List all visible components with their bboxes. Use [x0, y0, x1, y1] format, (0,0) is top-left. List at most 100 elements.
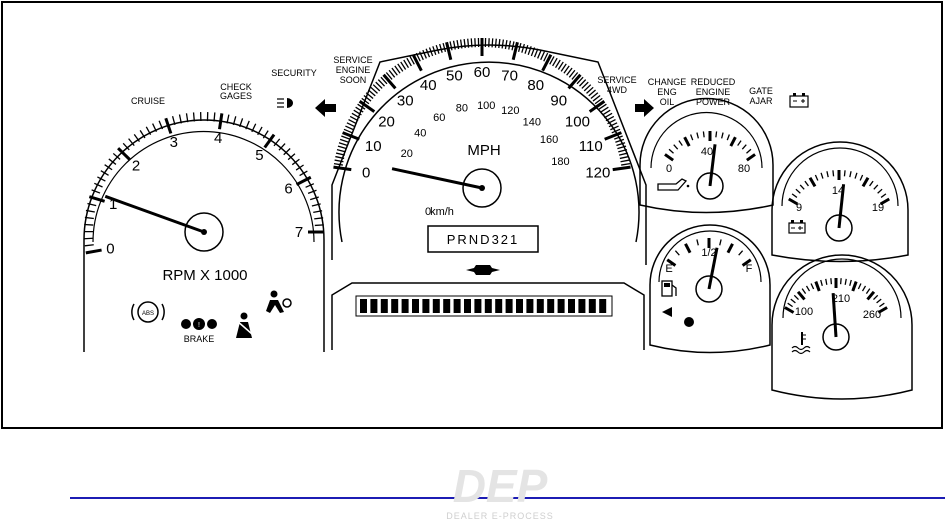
security-lamp-icon — [277, 98, 293, 108]
service-engine-soon-line3: SOON — [340, 75, 367, 85]
kmh-scale-100: 100 — [477, 100, 495, 112]
svg-text:!: ! — [198, 322, 200, 329]
mph-scale-30: 30 — [397, 93, 414, 110]
kmh-scale-80: 80 — [456, 102, 468, 114]
temp-scale-210: 210 — [832, 293, 850, 305]
temp-scale-100: 100 — [795, 306, 813, 318]
mph-scale-80: 80 — [527, 77, 544, 94]
speedometer-needle — [391, 167, 483, 190]
mph-scale-100: 100 — [565, 113, 590, 130]
temperature-needle — [831, 292, 838, 338]
bowtie-logo-icon — [466, 265, 500, 275]
fuel-pump-icon — [661, 280, 677, 297]
kmh-scale-20: 20 — [401, 148, 413, 160]
mph-scale-60: 60 — [474, 64, 491, 81]
fuel-door-arrow-icon — [662, 307, 672, 317]
gate-ajar-line1: GATE — [749, 86, 773, 96]
volt-scale-14: 14 — [832, 185, 844, 197]
kmh-label: km/h — [430, 206, 454, 218]
tachometer-needle — [104, 194, 205, 234]
change-eng-oil-line2: ENG — [657, 87, 677, 97]
coolant-temperature-icon — [791, 332, 811, 355]
seatbelt-icon — [235, 312, 253, 338]
kmh-scale-60: 60 — [433, 112, 445, 124]
instrument-cluster: CRUISE CHECK GAGES SECURITY SERVICE ENGI… — [83, 38, 913, 400]
oil-pressure-gauge: 0 40 80 — [639, 97, 774, 214]
service-4wd-line1: SERVICE — [597, 75, 636, 85]
gate-ajar-line2: AJAR — [749, 96, 773, 106]
prndl-text: PRND321 — [447, 232, 520, 247]
tach-scale-3: 3 — [170, 134, 178, 151]
kmh-scale-0: 0 — [425, 206, 431, 218]
service-4wd-line2: 4WD — [607, 85, 628, 95]
rpm-label: RPM X 1000 — [162, 267, 247, 284]
mph-scale-50: 50 — [446, 67, 463, 84]
airbag-icon — [266, 290, 292, 313]
cruise-label: CRUISE — [131, 96, 165, 106]
instrument-cluster-frame — [1, 1, 943, 429]
odometer-display — [331, 282, 645, 350]
speedometer-ticks — [333, 38, 631, 172]
voltmeter-needle — [837, 184, 846, 229]
tach-scale-0: 0 — [106, 240, 114, 257]
dep-logo: DEP DEALER E-PROCESS — [446, 462, 554, 521]
mph-scale-20: 20 — [378, 113, 395, 130]
service-engine-soon-line2: ENGINE — [336, 65, 371, 75]
oil-pressure-needle — [708, 144, 717, 187]
temp-scale-260: 260 — [863, 309, 881, 321]
svg-text:DEP: DEP — [453, 462, 548, 512]
check-gages-label-line1: CHECK — [220, 82, 252, 92]
coolant-temperature-gauge: 100 210 260 — [771, 254, 913, 400]
brake-label: BRAKE — [184, 334, 215, 344]
fuel-empty-label: E — [665, 263, 672, 275]
security-label: SECURITY — [271, 68, 317, 78]
change-eng-oil-line1: CHANGE — [648, 77, 687, 87]
kmh-scale-40: 40 — [414, 127, 426, 139]
mph-label: MPH — [467, 142, 500, 159]
fuel-half-label: 1/2 — [701, 247, 716, 259]
tachometer-ticks — [83, 112, 324, 255]
battery-icon — [789, 93, 809, 108]
svg-text:ABS: ABS — [142, 311, 154, 317]
svg-text:DEALER E-PROCESS: DEALER E-PROCESS — [446, 511, 554, 521]
prndl-display — [427, 225, 539, 253]
service-engine-soon-line1: SERVICE — [333, 55, 372, 65]
brake-warning-icon: ! BRAKE — [181, 318, 217, 344]
fuel-gauge: E 1/2 F — [649, 224, 771, 354]
change-eng-oil-line3: OIL — [660, 97, 675, 107]
kmh-scale-160: 160 — [540, 134, 558, 146]
kmh-scale-140: 140 — [523, 117, 541, 129]
voltmeter: 9 14 19 — [771, 141, 909, 263]
fuel-full-label: F — [746, 263, 753, 275]
tach-scale-5: 5 — [255, 147, 263, 164]
left-turn-arrow-icon — [315, 99, 336, 117]
oil-scale-40: 40 — [701, 146, 713, 158]
mph-scale-10: 10 — [365, 138, 382, 155]
volt-scale-19: 19 — [872, 202, 884, 214]
kmh-scale-180: 180 — [551, 156, 569, 168]
oil-scale-0: 0 — [666, 163, 672, 175]
oil-can-icon — [657, 178, 690, 191]
mph-scale-40: 40 — [420, 77, 437, 94]
reduced-engine-power-line1: REDUCED — [691, 77, 736, 87]
tach-scale-2: 2 — [132, 158, 140, 175]
low-fuel-lamp-icon — [684, 317, 694, 327]
abs-warning-icon: ABS — [131, 301, 165, 323]
reduced-engine-power-line3: POWER — [696, 97, 731, 107]
voltmeter-battery-icon — [788, 220, 806, 234]
reduced-engine-power-line2: ENGINE — [696, 87, 731, 97]
mph-scale-110: 110 — [579, 138, 603, 155]
right-turn-arrow-icon — [635, 99, 654, 117]
mph-scale-120: 120 — [585, 165, 610, 182]
check-gages-label-line2: GAGES — [220, 91, 252, 101]
tach-scale-6: 6 — [284, 181, 292, 198]
mph-scale-70: 70 — [501, 67, 518, 84]
oil-scale-80: 80 — [738, 163, 750, 175]
volt-scale-9: 9 — [796, 202, 802, 214]
tach-scale-1: 1 — [109, 196, 117, 213]
footer-divider-line — [70, 497, 945, 499]
